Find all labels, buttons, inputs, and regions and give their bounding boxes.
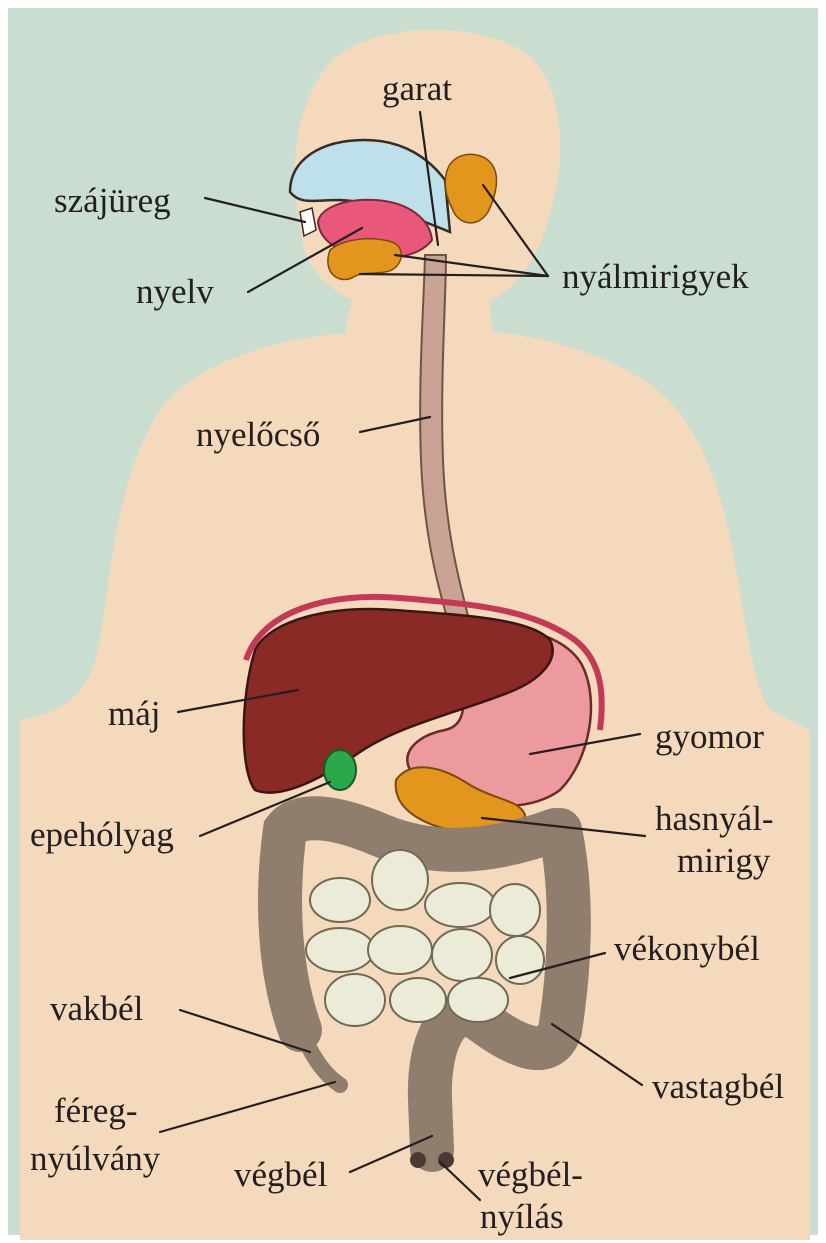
label-nyalmirigyek: nyálmirigyek — [562, 257, 749, 296]
label-vakbel: vakbél — [50, 989, 144, 1028]
label-vegbelnyilas-line1: végbél- — [478, 1155, 583, 1194]
label-nyelv: nyelv — [136, 272, 214, 311]
label-fereg-line2: nyúlvány — [30, 1139, 161, 1178]
label-vegbelnyilas-line2: nyílás — [480, 1197, 564, 1236]
label-szajureg: szájüreg — [54, 181, 171, 220]
label-hasnyal-line2: mirigy — [677, 841, 771, 880]
label-gyomor: gyomor — [655, 717, 764, 756]
label-epeholyag: epehólyag — [30, 815, 174, 854]
label-fereg-line1: féreg- — [54, 1091, 138, 1130]
label-garat: garat — [382, 69, 452, 108]
gallbladder — [324, 750, 356, 790]
label-vegbel: végbél — [234, 1155, 328, 1194]
label-vastagbel: vastagbél — [652, 1067, 784, 1106]
label-vekonybel: vékonybél — [614, 929, 760, 968]
label-maj: máj — [108, 694, 160, 733]
label-hasnyal-line1: hasnyál- — [655, 799, 774, 838]
label-nyelocso: nyelőcső — [196, 415, 320, 454]
